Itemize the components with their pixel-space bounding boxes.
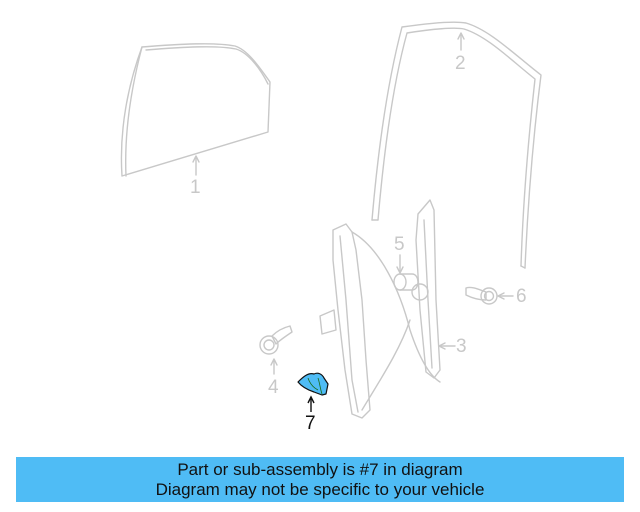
callout-5: 5: [394, 234, 405, 255]
part-7-highlighted-clip: [297, 372, 329, 396]
arrow-3-icon: [438, 342, 456, 350]
part-1-door-glass: [120, 43, 271, 177]
arrow-2-icon: [457, 32, 465, 51]
arrow-1-icon: [192, 155, 200, 176]
arrow-7-icon: [307, 395, 315, 412]
callout-7-highlighted: 7: [305, 413, 316, 434]
part-6-bolt: [465, 286, 498, 305]
callout-3: 3: [456, 336, 467, 357]
arrow-4-icon: [270, 358, 278, 375]
arrow-6-icon: [497, 292, 514, 300]
part-5-bushing: [393, 273, 429, 301]
info-banner: Part or sub-assembly is #7 in diagram Di…: [16, 457, 624, 502]
parts-diagram: [120, 21, 542, 419]
banner-line-disclaimer: Diagram may not be specific to your vehi…: [155, 479, 485, 499]
part-3-window-regulator: [319, 199, 441, 419]
callout-4: 4: [268, 377, 279, 398]
part-4-bolt: [259, 325, 293, 355]
callout-2: 2: [455, 53, 466, 74]
arrow-5-icon: [396, 254, 404, 274]
part-2-glass-run-channel: [371, 21, 542, 269]
callout-6: 6: [516, 286, 527, 307]
callout-1: 1: [190, 177, 201, 198]
banner-line-part-number: Part or sub-assembly is #7 in diagram: [177, 459, 463, 479]
